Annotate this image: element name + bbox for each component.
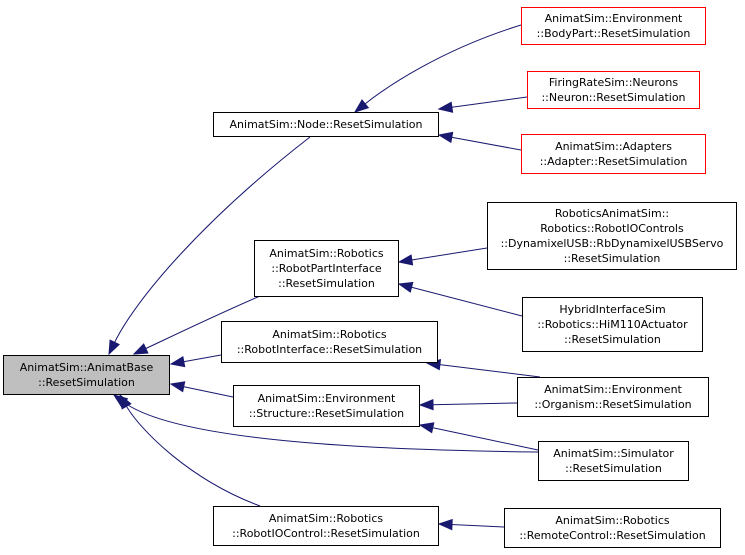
node-label-line: ::DynamixelUSB::RbDynamixelUSBServo xyxy=(500,237,724,250)
node-organism-resetsimulation[interactable]: AnimatSim::Environment ::Organism::Reset… xyxy=(517,377,709,417)
edge-line xyxy=(364,24,522,105)
node-label-line: ::ResetSimulation xyxy=(278,277,375,290)
node-label-line: AnimatSim::Node::ResetSimulation xyxy=(229,118,423,131)
edge-arrowhead xyxy=(108,339,120,356)
edge-line xyxy=(113,136,311,344)
node-bodypart-resetsimulation[interactable]: AnimatSim::Environment ::BodyPart::Reset… xyxy=(521,7,706,45)
node-label-line: AnimatSim::Robotics xyxy=(555,514,670,527)
edge-line xyxy=(438,363,541,378)
edge-node_reset-to-root xyxy=(108,136,311,356)
node-label-line: ::Structure::ResetSimulation xyxy=(248,407,405,420)
node-label-line: RoboticsAnimatSim:: xyxy=(554,207,670,220)
edge-line xyxy=(410,247,488,261)
edge-line xyxy=(182,354,222,363)
node-label-line: AnimatSim::Robotics xyxy=(272,328,387,341)
node-label-line: FiringRateSim::Neurons xyxy=(548,76,679,89)
node-label-line: Robotics::RobotIOControls xyxy=(540,222,684,235)
edge-him110-to-robotpart xyxy=(397,281,523,317)
node-label-line: ::BodyPart::ResetSimulation xyxy=(536,27,691,40)
node-label-line: AnimatSim::Robotics xyxy=(269,247,384,260)
edge-arrowhead xyxy=(119,393,132,410)
edge-robotio-to-root xyxy=(119,393,261,507)
node-label-line: ::ResetSimulation xyxy=(563,252,661,265)
node-robotpartinterface-resetsimulation[interactable]: AnimatSim::Robotics ::RobotPartInterface… xyxy=(254,240,399,297)
node-him110actuator-resetsimulation[interactable]: HybridInterfaceSim ::Robotics::HiM110Act… xyxy=(522,297,703,352)
node-label-line: ::Organism::ResetSimulation xyxy=(534,398,692,411)
node-label-line: ::RemoteControl::ResetSimulation xyxy=(519,529,706,542)
edge-robotpart-to-root xyxy=(132,295,261,355)
edge-line xyxy=(450,136,522,151)
edge-arrowhead xyxy=(353,99,370,113)
edge-line xyxy=(431,426,539,451)
node-robotiocontrol-resetsimulation[interactable]: AnimatSim::Robotics ::RobotIOControl::Re… xyxy=(213,506,439,546)
edge-bodypart-to-node_reset xyxy=(353,24,522,113)
node-robotinterface-resetsimulation[interactable]: AnimatSim::Robotics ::RobotInterface::Re… xyxy=(221,321,438,363)
edge-neuron-to-node_reset xyxy=(437,96,528,113)
node-label-line: AnimatSim::Robotics xyxy=(268,512,384,525)
edge-adapter-to-node_reset xyxy=(437,131,522,151)
edge-dynamixel-to-robotpart xyxy=(397,247,488,266)
node-adapter-resetsimulation[interactable]: AnimatSim::Adapters ::Adapter::ResetSimu… xyxy=(521,134,706,174)
edge-simulator-to-structure xyxy=(418,422,539,451)
node-label-line: ::Neuron::ResetSimulation xyxy=(541,91,686,104)
node-label-line: ::ResetSimulation xyxy=(38,376,135,389)
node-label-line: AnimatSim::Simulator xyxy=(553,447,674,460)
edge-line xyxy=(144,295,261,350)
edge-arrowhead xyxy=(437,518,453,531)
node-label-line: ::Adapter::ResetSimulation xyxy=(539,155,688,168)
edge-organism-to-structure xyxy=(418,398,518,411)
edge-arrowhead xyxy=(437,101,454,113)
edge-line xyxy=(410,286,523,317)
edge-arrowhead xyxy=(397,254,414,266)
node-label-line: AnimatSim::AnimatBase xyxy=(19,361,154,374)
node-label-line: ::RobotInterface::ResetSimulation xyxy=(236,343,423,356)
node-label-line: AnimatSim::Adapters xyxy=(555,140,672,153)
edge-structure-to-root xyxy=(169,381,234,398)
node-rbdynamixelusbservo-resetsimulation[interactable]: RoboticsAnimatSim:: Robotics::RobotIOCon… xyxy=(487,202,737,270)
node-label-line: AnimatSim::Environment xyxy=(544,383,682,396)
node-label-line: AnimatSim::Environment xyxy=(257,392,396,405)
edge-line xyxy=(450,524,505,528)
node-neuron-resetsimulation[interactable]: FiringRateSim::Neurons ::Neuron::ResetSi… xyxy=(527,71,700,109)
node-label-line: AnimatSim::Environment xyxy=(544,12,683,25)
edge-arrowhead xyxy=(418,422,435,434)
edge-line xyxy=(182,385,234,398)
edge-arrowhead xyxy=(132,343,149,355)
node-label-line: ::RobotIOControl::ResetSimulation xyxy=(232,527,420,540)
edge-arrowhead xyxy=(169,355,186,368)
node-remotecontrol-resetsimulation[interactable]: AnimatSim::Robotics ::RemoteControl::Res… xyxy=(504,508,721,548)
node-structure-resetsimulation[interactable]: AnimatSim::Environment ::Structure::Rese… xyxy=(233,385,420,427)
edge-remote-to-robotio xyxy=(437,518,505,531)
node-node-resetsimulation[interactable]: AnimatSim::Node::ResetSimulation xyxy=(213,112,439,137)
node-label-line: HybridInterfaceSim xyxy=(559,303,666,316)
edge-arrowhead xyxy=(397,281,414,293)
edge-organism-to-robotinterface xyxy=(425,358,541,378)
node-label-line: ::ResetSimulation xyxy=(564,333,661,346)
edge-arrowhead xyxy=(418,398,434,411)
node-label-line: ::RobotPartInterface xyxy=(271,262,382,275)
node-label-line: ::Robotics::HiM110Actuator xyxy=(537,318,688,331)
node-label-line: ::ResetSimulation xyxy=(565,462,662,475)
edge-line xyxy=(431,402,518,406)
edge-robotinterface-to-root xyxy=(169,354,222,368)
edge-line xyxy=(125,405,261,507)
edge-line xyxy=(450,96,528,108)
edge-arrowhead xyxy=(437,131,454,144)
edge-arrowhead xyxy=(169,381,186,393)
node-simulator-resetsimulation[interactable]: AnimatSim::Simulator ::ResetSimulation xyxy=(538,441,689,481)
edge-line xyxy=(123,401,539,453)
node-animatbase-resetsimulation: AnimatSim::AnimatBase ::ResetSimulation xyxy=(3,355,170,395)
